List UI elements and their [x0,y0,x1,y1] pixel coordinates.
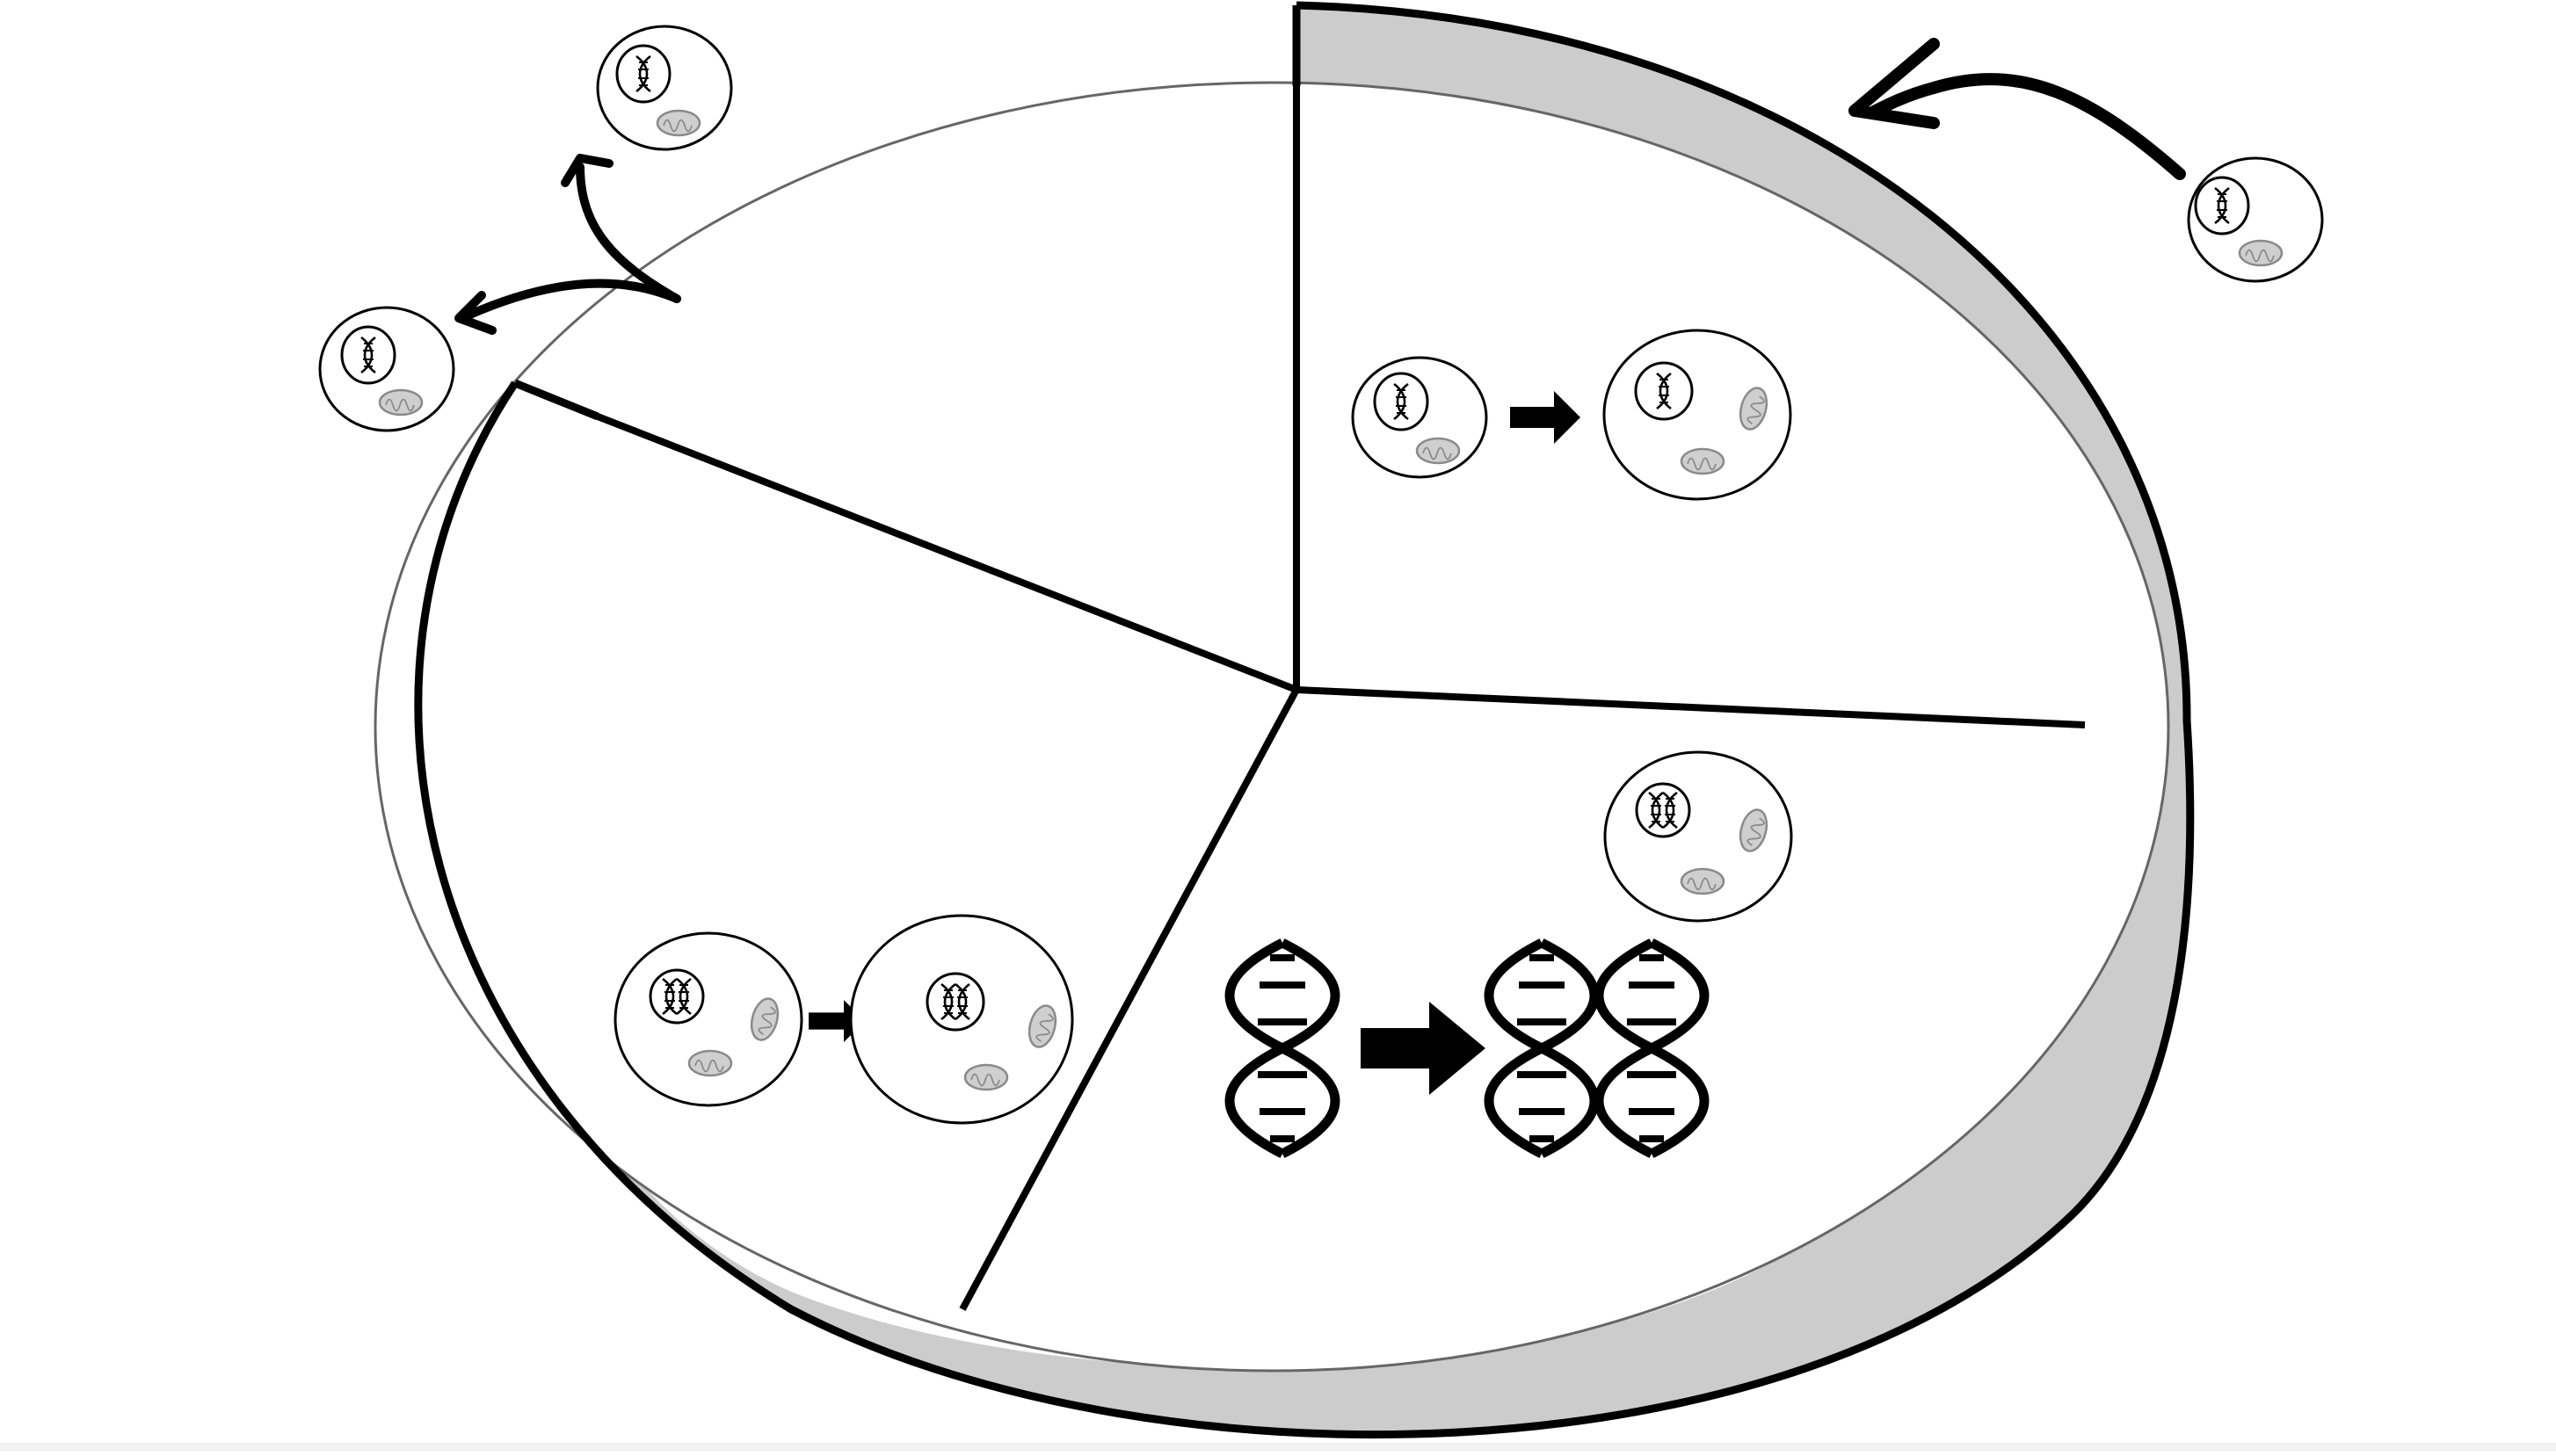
phase-upper-right [1351,329,1792,501]
cell-icon [849,914,1074,1125]
arrow-right-icon [1361,1002,1485,1095]
bottom-edge-band [0,1443,2556,1452]
phase-lower-left [614,914,1074,1125]
daughter-cell-top [596,25,733,151]
entry-arrow-icon [1848,38,2186,180]
division-arrow-icon [454,154,681,335]
phase-dividers [596,5,2086,1311]
ring-outer-border [414,1,2195,1439]
cell-icon [1602,329,1792,501]
cell-icon [1351,356,1488,479]
cell-icon [614,931,803,1107]
cell-icon [1603,750,1793,923]
daughter-cell-left [318,306,455,432]
cell-entering-cycle [2187,156,2324,283]
phase-lower-right [1230,750,1793,1154]
